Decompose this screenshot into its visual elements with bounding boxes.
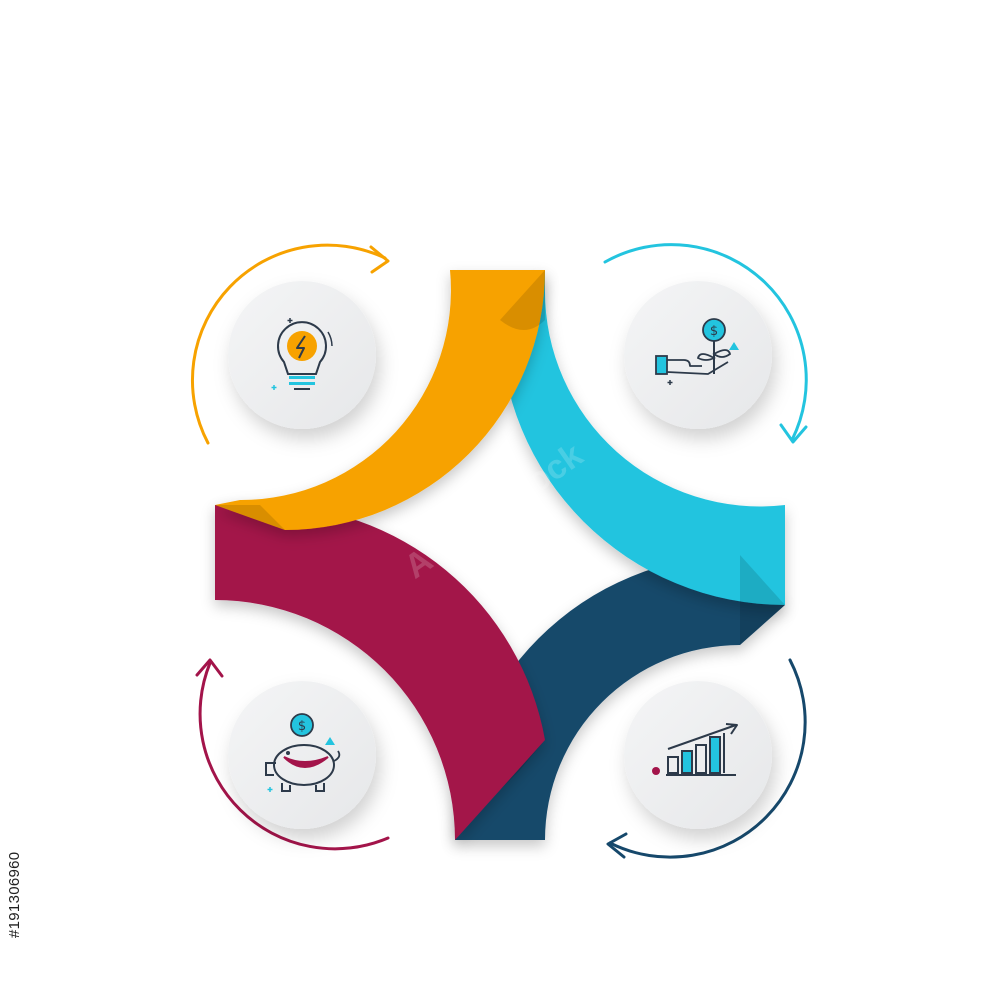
circle-plate bbox=[228, 681, 376, 829]
stock-id-label: #191306960 bbox=[6, 851, 23, 938]
fold-shade-top bbox=[500, 270, 545, 330]
clockwise-arrow bbox=[603, 243, 808, 442]
fold-shade-left bbox=[215, 505, 285, 530]
ribbon-orange-shape bbox=[215, 270, 545, 530]
clockwise-arrow bbox=[608, 658, 807, 859]
hand-money-plant-icon: $ bbox=[655, 318, 739, 385]
arrowhead-icon bbox=[606, 832, 628, 859]
step-circle-bottom-left bbox=[228, 681, 376, 829]
ribbon-navy-shape bbox=[455, 555, 785, 840]
piggy-bank-icon: $ bbox=[265, 713, 341, 792]
arrowhead-icon bbox=[195, 658, 224, 678]
ribbon-orange bbox=[215, 270, 545, 530]
arrow-orange bbox=[190, 243, 390, 445]
arrowhead-icon bbox=[779, 423, 808, 444]
svg-text:$: $ bbox=[298, 719, 306, 734]
step-circle-top-right bbox=[624, 281, 772, 429]
ribbon-crimson-shape bbox=[215, 504, 545, 840]
ribbon-cyan bbox=[500, 270, 785, 605]
lightbulb-icon bbox=[271, 318, 333, 390]
clockwise-arrow bbox=[190, 243, 387, 445]
fold-shade-bottom bbox=[500, 740, 545, 790]
growth-chart-icon bbox=[652, 723, 738, 776]
step-circle-bottom-right bbox=[624, 681, 772, 829]
circle-plate bbox=[624, 281, 772, 429]
clockwise-arrow bbox=[198, 661, 390, 851]
arrow-cyan bbox=[603, 243, 808, 444]
ribbon-crimson bbox=[215, 504, 545, 840]
fold-shade-right bbox=[740, 555, 785, 645]
ribbon-cyan-shape bbox=[500, 270, 785, 605]
ribbon-navy bbox=[455, 555, 785, 840]
svg-text:$: $ bbox=[710, 324, 718, 339]
arrowhead-icon bbox=[369, 245, 390, 274]
arrow-crimson bbox=[195, 658, 390, 851]
arrow-navy bbox=[606, 658, 807, 859]
circle-plate bbox=[624, 681, 772, 829]
